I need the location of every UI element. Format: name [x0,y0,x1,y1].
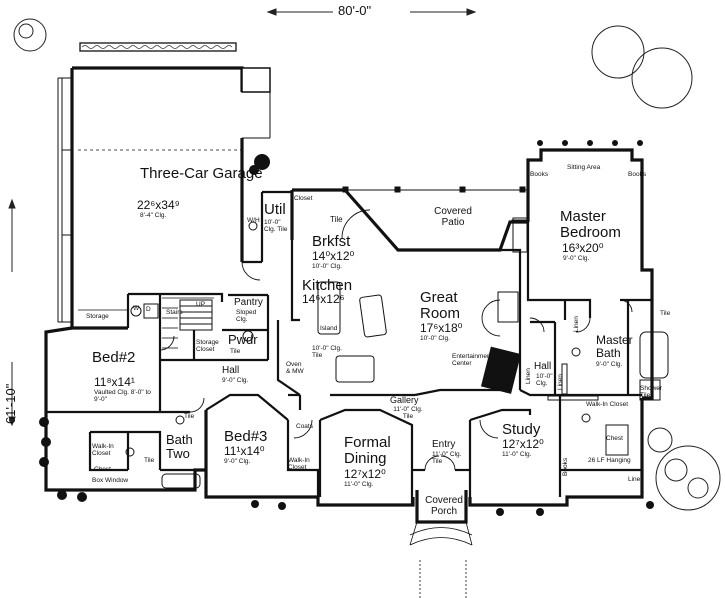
master-closet-label: Walk-In Closet [586,401,629,408]
washer-label: W [133,305,140,312]
fixtures [125,217,669,489]
study-name: Study [502,421,541,438]
brkfst-name: Brkfst [312,233,351,250]
bath-tile-label: Tile [660,310,671,317]
covered-porch-name: Covered Porch [425,495,463,517]
study-size: 12⁷x12⁰ [502,437,544,451]
brkfst-size: 14⁰x12⁰ [312,249,355,263]
kitchen-name: Kitchen [302,277,353,294]
pantry-note: Sloped Clg. [236,309,257,323]
study-ceiling: 11'-0" Clg. [502,451,532,458]
depth-dimension-line [8,198,16,427]
pantry-name: Pantry [234,297,263,308]
formal-dining-ceiling: 11'-0" Clg. [344,481,374,488]
hall-right-name: Hall [534,361,552,372]
gallery-note: 11'-0" Clg. Tile [393,406,423,420]
master-bath-ceiling: 9'-0" Clg. [596,361,623,368]
patio-tile-label: Tile [330,215,343,224]
wh-label: W/H [247,217,260,224]
garage-closet-label: Closet [294,195,313,202]
door-swings [159,209,633,471]
gallery-name: Gallery [390,395,419,405]
bed3-ceiling: 9'-0" Clg. [224,458,251,465]
storage-closet-label: Storage Closet [196,339,219,353]
hall-right-ceiling: 10'-0" Clg. [536,373,553,387]
books-label-left: Books [530,171,549,178]
stairs-label: Stairs [166,309,183,316]
dryer-label: D [146,306,151,313]
linen-label-3: Linen [573,316,580,332]
bed3-name: Bed#3 [224,428,268,445]
formal-dining-size: 12⁷x12⁰ [344,467,386,481]
brkfst-ceiling: 10'-0" Clg. [312,263,342,270]
box-window-label: Box Window [92,477,129,484]
island-label: Island [320,325,338,332]
great-room-size: 17⁶x18⁰ [420,321,463,335]
bed2-name: Bed#2 [92,349,136,366]
util-note: 10'-0" Clg. Tile [264,219,288,233]
storage-label: Storage [86,313,109,320]
up-label: UP [196,301,206,308]
overall-width-label: 80'-0" [338,3,372,18]
bed2-size: 11⁸x14¹ [94,375,135,389]
entry-note: 11'-0" Clg. Tile [432,451,462,465]
sitting-area-label: Sitting Area [567,164,601,171]
shower-label: Shower Tile [640,385,663,399]
bed2-ceiling: Vaulted Clg. 8'-0" to 9'-0" [94,389,151,403]
master-bedroom-name: Master Bedroom [560,208,621,241]
books-label-right: Books [628,171,647,178]
coats-label: Coats [296,423,313,430]
hall-left-name: Hall [222,365,240,376]
oven-mw-label: Oven & MW [286,361,304,375]
garage-ceiling: 8'-4" Clg. [140,212,167,219]
hall-left-ceiling: 9'-0" Clg. [222,377,249,384]
entry-name: Entry [432,439,456,450]
bed3-size: 11¹x14⁰ [224,444,265,458]
bath-two-tile-2: Tile [144,457,155,464]
great-room-ceiling: 10'-0" Clg. [420,335,450,342]
overall-depth-label: 61'-10" [3,383,18,424]
linen-label-1: Linen [525,368,532,384]
master-closet-chest: Chest [606,435,623,442]
interior-walls [46,190,652,505]
porch-steps [409,521,473,598]
landscape-trees [13,18,721,511]
great-room-name: Great Room [420,289,461,322]
bath-two-name: Bath Two [166,432,193,461]
landscape-shrubs [39,140,654,516]
hedge-strip [79,42,237,52]
garage-name: Three-Car Garage [140,165,263,182]
patio-outline [342,186,529,222]
bed3-closet-label: Walk-In Closet [288,457,310,471]
kitchen-ceiling: 10'-0" Clg. Tile [312,345,342,359]
bed2-chest-label: Chest [94,466,111,473]
kitchen-size: 14⁶x12⁶ [302,292,345,306]
formal-dining-name: Formal Dining [344,434,391,467]
closet-linen-label: Linen [628,476,644,483]
master-bedroom-ceiling: 9'-0" Clg. [563,255,590,262]
entertainment-center-label: Entertainment Center [452,353,493,367]
util-name: Util [264,201,286,218]
master-bedroom-size: 16³x20⁰ [562,241,604,255]
covered-patio-name: Covered Patio [434,206,472,228]
pwdr-note: Tile [230,348,241,355]
hanging-label: 26 LF Hanging [588,457,631,464]
linen-label-2: Linen [557,374,564,390]
garage-size: 22⁶x34⁹ [137,198,180,212]
master-bath-name: Master Bath [596,333,633,360]
pwdr-name: Pwdr [228,332,258,347]
study-books-label: Books [562,457,569,476]
width-dimension-line [266,8,477,16]
stairs [162,297,214,349]
bath-two-tile: Tile [184,413,195,420]
garage-openings [57,67,271,323]
bed2-closet-label: Walk-In Closet [92,443,114,457]
